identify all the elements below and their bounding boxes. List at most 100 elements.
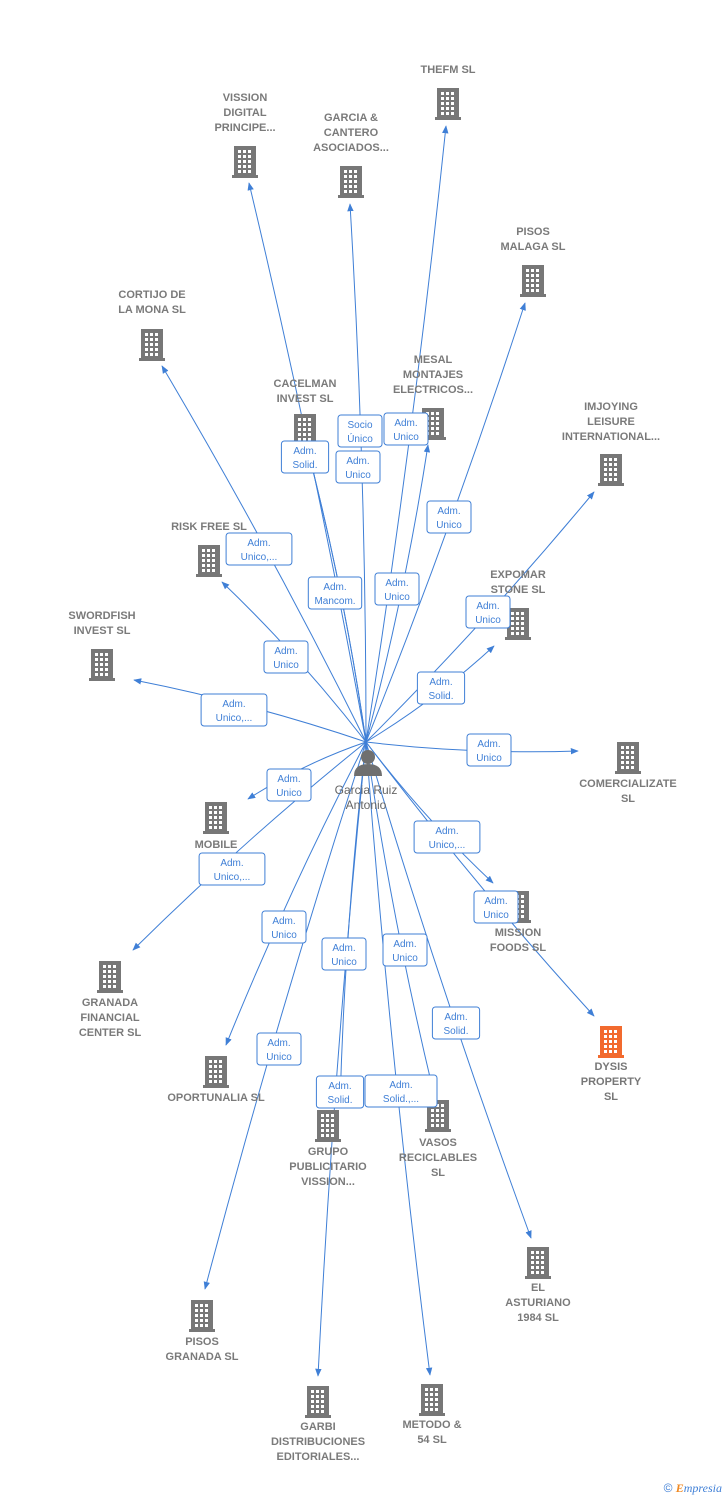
footer-brand[interactable]: © Empresia xyxy=(664,1481,722,1496)
role-badge-dysis[interactable]: Adm.Unico,... xyxy=(413,820,481,854)
role-label-line: Adm. xyxy=(385,578,408,589)
company-label-line: GRUPO xyxy=(308,1146,349,1158)
role-badge-expomar[interactable]: Adm.Solid. xyxy=(416,671,466,705)
role-badge-pisos_granada[interactable]: Adm.Unico xyxy=(256,1032,302,1066)
role-badge-swordfish[interactable]: Adm.Unico,... xyxy=(200,693,268,727)
company-label-line: EL xyxy=(531,1282,545,1294)
role-badge-riskfree[interactable]: Adm.Unico xyxy=(263,640,309,674)
company-thefm[interactable]: THEFM SL xyxy=(421,64,476,120)
role-badge-thefm[interactable]: Adm. Unico xyxy=(374,572,420,606)
company-metodo[interactable]: METODO &54 SL xyxy=(402,1384,462,1446)
role-label-line: Adm. xyxy=(328,1081,351,1092)
role-badge-garcia_cantero[interactable]: Adm.Unico xyxy=(335,450,381,484)
company-imjoying[interactable]: IMJOYINGLEISUREINTERNATIONAL... xyxy=(562,401,660,486)
company-label-line: CENTER SL xyxy=(79,1027,142,1039)
role-label-line: Adm. xyxy=(476,601,499,612)
company-label-line: RISK FREE SL xyxy=(171,521,247,533)
building-icon xyxy=(598,454,624,486)
role-badge-grupo_pub[interactable]: Adm.Unico xyxy=(321,937,367,971)
role-badge-comercializate[interactable]: Adm.Unico xyxy=(466,733,512,767)
building-icon xyxy=(97,961,123,993)
role-label-line: Adm. xyxy=(389,1080,412,1091)
role-badge-imjoying[interactable]: Adm.Unico xyxy=(465,595,511,629)
role-label-line: Adm. xyxy=(332,943,355,954)
role-label-line: Mancom. xyxy=(314,596,355,607)
building-icon xyxy=(525,1247,551,1279)
company-grupo_pub[interactable]: GRUPOPUBLICITARIOVISSION... xyxy=(289,1110,367,1188)
role-badge-garbi[interactable]: Adm.Solid. xyxy=(315,1075,365,1109)
building-icon xyxy=(435,88,461,120)
building-icon xyxy=(305,1386,331,1418)
building-icon xyxy=(189,1300,215,1332)
building-icon xyxy=(598,1026,624,1058)
building-icon xyxy=(203,1056,229,1088)
company-garcia_cantero[interactable]: GARCIA &CANTEROASOCIADOS... xyxy=(313,112,389,198)
edge-asturiano xyxy=(365,741,532,1239)
role-badge-asturiano[interactable]: Adm.Solid. xyxy=(431,1006,481,1040)
role-badge-cortijo[interactable]: Adm.Unico,... xyxy=(225,532,293,566)
role-label-line: Unico xyxy=(266,1052,292,1063)
role-label-line: Solid. xyxy=(292,460,317,471)
company-label-line: CANTERO xyxy=(324,127,379,139)
role-badge-pisos_malaga[interactable]: Adm.Unico xyxy=(426,500,472,534)
company-label-line: LEISURE xyxy=(587,416,635,428)
role-label-line: Adm. xyxy=(484,896,507,907)
role-badge-oportunalia[interactable]: Adm.Unico xyxy=(261,910,307,944)
building-icon xyxy=(520,265,546,297)
role-badge-vasos[interactable]: Adm.Unico xyxy=(382,933,428,967)
role-label-line: Unico xyxy=(271,930,297,941)
company-label-line: PISOS xyxy=(185,1336,219,1348)
role-badge-metodo[interactable]: Adm.Solid.,... xyxy=(364,1074,438,1108)
role-label-line: Socio xyxy=(347,420,372,431)
role-label-line: Unico xyxy=(393,432,419,443)
role-badge-cacelman[interactable]: Adm.Solid. xyxy=(280,440,330,474)
role-badge-mission[interactable]: Adm.Unico xyxy=(473,890,519,924)
edge-granada_fin xyxy=(132,741,367,951)
company-label-line: RECICLABLES xyxy=(399,1152,477,1164)
edges-layer xyxy=(132,125,595,1377)
company-oportunalia[interactable]: OPORTUNALIA SL xyxy=(167,1056,265,1104)
role-label-line: Unico xyxy=(384,592,410,603)
company-label-line: ASOCIADOS... xyxy=(313,142,389,154)
company-garbi[interactable]: GARBIDISTRIBUCIONESEDITORIALES... xyxy=(271,1386,365,1463)
person-node[interactable]: Garcia Ruiz Antonio xyxy=(335,750,398,812)
edge-vasos xyxy=(365,741,435,1091)
role-badge-mesal[interactable]: Adm.Unico xyxy=(383,412,429,446)
role-label-line: Adm. xyxy=(437,506,460,517)
role-badge-mobile[interactable]: Adm.Unico xyxy=(266,768,312,802)
role-badge-granada_fin[interactable]: Adm.Unico,... xyxy=(198,852,266,886)
building-icon xyxy=(203,802,229,834)
building-icon xyxy=(505,608,531,640)
role-badge-vission[interactable]: Adm. Mancom. xyxy=(307,576,363,610)
company-vission[interactable]: VISSIONDIGITALPRINCIPE... xyxy=(214,92,276,178)
role-label-line: Adm. xyxy=(444,1012,467,1023)
company-label-line: INTERNATIONAL... xyxy=(562,431,660,443)
company-label-line: LA MONA SL xyxy=(118,304,186,316)
company-label-line: OPORTUNALIA SL xyxy=(167,1092,265,1104)
company-label-line: GRANADA SL xyxy=(166,1351,239,1363)
building-icon xyxy=(338,166,364,198)
company-mesal[interactable]: MESALMONTAJESELECTRICOS... xyxy=(393,354,473,440)
company-label-line: PRINCIPE... xyxy=(214,122,275,134)
company-label-line: SL xyxy=(431,1167,445,1179)
edge-metodo xyxy=(365,741,433,1376)
copyright-symbol: © xyxy=(663,1481,673,1495)
company-pisos_granada[interactable]: PISOS GRANADA SL xyxy=(166,1300,239,1363)
role-label-line: Unico,... xyxy=(216,713,253,724)
role-label-line: Adm. xyxy=(323,582,346,593)
company-label-line: EDITORIALES... xyxy=(277,1451,360,1463)
company-riskfree[interactable]: RISK FREE SL xyxy=(171,521,247,577)
company-label-line: MISSION xyxy=(495,927,542,939)
company-label-line: SL xyxy=(621,793,635,805)
